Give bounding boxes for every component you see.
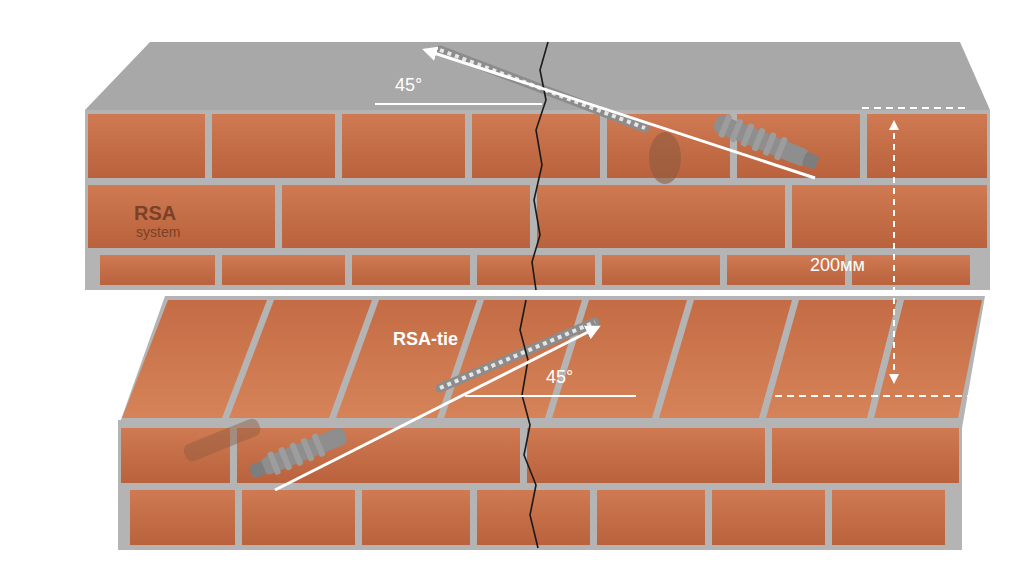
slab-top (85, 42, 990, 110)
mortar (118, 296, 985, 428)
lower-wall (118, 296, 985, 550)
anchor-sleeve (246, 423, 350, 483)
sleeve-shadow (182, 417, 263, 464)
angle-label: 45° (546, 368, 573, 386)
reference-line (465, 395, 636, 397)
header-bricks (122, 300, 982, 418)
brand-logo: system (136, 225, 180, 239)
brand-logo: RSA (134, 203, 176, 223)
dimension-extension (862, 107, 968, 109)
anchor-sleeve (711, 111, 822, 174)
upper-wall (85, 42, 990, 290)
dimension-label: 200мм (810, 256, 865, 274)
angle-arrow (275, 327, 598, 490)
part-label: RSA-tie (393, 330, 458, 348)
angle-arrow (425, 50, 815, 178)
crack (520, 42, 548, 548)
brick-course (121, 428, 959, 545)
dimension-extension (775, 395, 968, 397)
angle-label: 45° (395, 76, 422, 94)
reference-line (375, 103, 542, 105)
dimension-line (893, 122, 895, 382)
tie-groove (440, 322, 595, 388)
rsa-tie-rod (440, 322, 595, 388)
drill-hole (649, 132, 681, 184)
